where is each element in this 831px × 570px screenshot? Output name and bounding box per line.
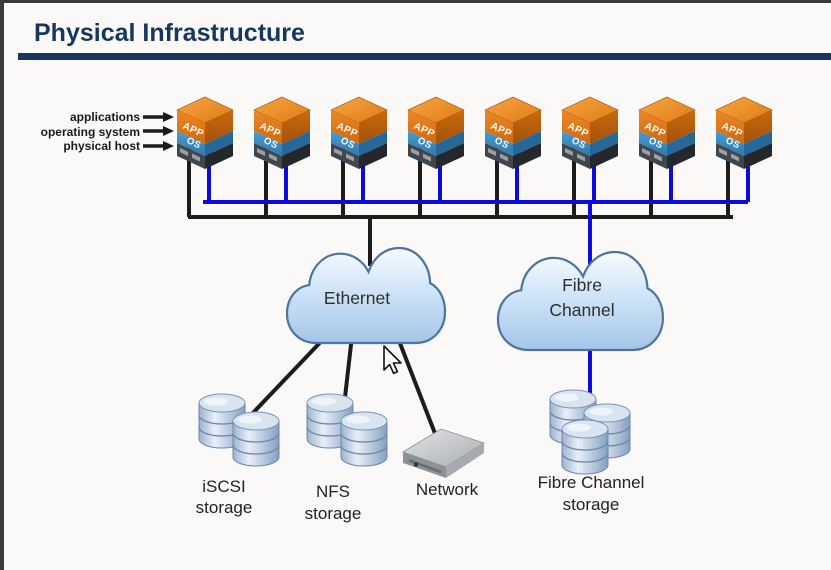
os-layer-right — [744, 131, 772, 156]
arrow-icon — [163, 112, 174, 122]
host-layer-left — [408, 143, 436, 169]
layer-legend: applications operating system physical h… — [41, 110, 174, 153]
fc-label-line2: storage — [563, 495, 620, 514]
host-layer-left — [177, 143, 205, 169]
os-layer-left — [485, 131, 513, 156]
os-layer-left — [331, 131, 359, 156]
os-layer-right — [359, 131, 387, 156]
arrow-icon — [163, 126, 174, 136]
host-layer-left — [485, 143, 513, 169]
app-cube-left — [331, 110, 359, 144]
server-stack-5: APP OS — [484, 96, 542, 217]
host-layer-right — [590, 143, 618, 169]
server-stack-4: APP OS — [407, 96, 465, 217]
host-layer-left — [716, 143, 744, 169]
link-iscsi — [248, 328, 334, 418]
link-nfs — [342, 335, 354, 407]
os-layer-left — [562, 131, 590, 156]
host-layer-left — [639, 143, 667, 169]
server-stack-8: APP OS — [715, 96, 773, 217]
legend-operating-system: operating system — [41, 125, 140, 139]
cloud-shape — [287, 248, 445, 343]
os-layer-right — [667, 131, 695, 156]
app-cube-left — [408, 110, 436, 144]
legend-physical-host: physical host — [63, 139, 140, 153]
left-border — [0, 0, 4, 570]
arrow-icon — [163, 141, 174, 151]
server-stacks-row: APP OS APP OS — [176, 96, 773, 217]
title-divider — [18, 53, 831, 60]
host-layer-right — [744, 143, 772, 169]
server-stack-2: APP OS — [253, 96, 311, 217]
os-layer-left — [408, 131, 436, 156]
app-cube-right — [513, 110, 541, 144]
os-layer-left — [177, 131, 205, 156]
host-layer-left — [331, 143, 359, 169]
app-cube-right — [436, 110, 464, 144]
host-layer-right — [359, 143, 387, 169]
host-layer-left — [562, 143, 590, 169]
host-layer-right — [513, 143, 541, 169]
os-layer-left — [254, 131, 282, 156]
fc-label-line1: Fibre Channel — [538, 473, 645, 492]
top-border — [0, 0, 831, 3]
mouse-cursor-icon — [383, 345, 402, 375]
nfs-label-line2: storage — [305, 504, 362, 523]
cloud-shape — [498, 252, 663, 350]
app-cube-right — [205, 110, 233, 144]
app-cube-left — [716, 110, 744, 144]
nfs-label-line1: NFS — [316, 482, 350, 501]
host-layer-right — [436, 143, 464, 169]
iscsi-label-line1: iSCSI — [202, 477, 245, 496]
host-layer-right — [667, 143, 695, 169]
ethernet-storage-links — [248, 328, 438, 437]
os-layer-right — [436, 131, 464, 156]
app-cube-right — [359, 110, 387, 144]
fc-cloud-label-line2: Channel — [549, 300, 614, 320]
app-cube-right — [590, 110, 618, 144]
app-cube-left — [254, 110, 282, 144]
app-cube-left — [485, 110, 513, 144]
os-layer-left — [639, 131, 667, 156]
app-cube-left — [639, 110, 667, 144]
app-cube-right — [667, 110, 695, 144]
page-title: Physical Infrastructure — [34, 19, 305, 47]
app-cube-left — [562, 110, 590, 144]
ethernet-cloud: Ethernet — [287, 248, 445, 343]
ethernet-cloud-label: Ethernet — [324, 288, 390, 308]
app-cube-left — [177, 110, 205, 144]
app-cube-right — [282, 110, 310, 144]
legend-applications: applications — [70, 110, 140, 124]
network-label: Network — [416, 480, 479, 499]
link-network — [394, 332, 438, 437]
fibre-channel-cloud: Fibre Channel — [498, 252, 663, 350]
server-stack-6: APP OS — [561, 96, 619, 217]
iscsi-label-line2: storage — [196, 498, 253, 517]
host-layer-left — [254, 143, 282, 169]
server-stack-7: APP OS — [638, 96, 696, 217]
host-layer-right — [205, 143, 233, 169]
host-layer-right — [282, 143, 310, 169]
server-stack-3: APP OS — [330, 96, 388, 217]
app-cube-right — [744, 110, 772, 144]
os-layer-right — [205, 131, 233, 156]
os-layer-right — [590, 131, 618, 156]
server-stack-1: APP OS — [176, 96, 234, 217]
network-switch-icon — [402, 428, 485, 478]
os-layer-left — [716, 131, 744, 156]
fc-cloud-label-line1: Fibre — [562, 275, 602, 295]
os-layer-right — [513, 131, 541, 156]
os-layer-right — [282, 131, 310, 156]
